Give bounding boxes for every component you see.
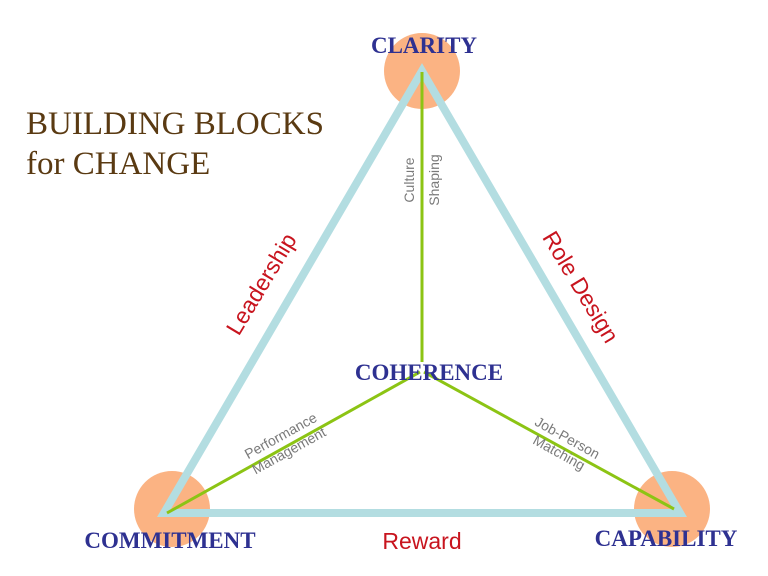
triangle-outline <box>157 63 687 517</box>
job-person-matching-label: Job-Person Matching <box>530 413 602 473</box>
diagram-title: BUILDING BLOCKS for CHANGE <box>26 104 324 184</box>
culture-shaping-label: Culture Shaping <box>401 154 442 205</box>
title-line-2: for CHANGE <box>26 146 211 182</box>
spoke-left <box>166 370 421 515</box>
culture-shaping-line-2: Shaping <box>426 154 442 205</box>
capability-label: CAPABILITY <box>595 526 738 551</box>
commitment-label: COMMITMENT <box>84 528 255 553</box>
coherence-label: COHERENCE <box>355 360 503 385</box>
title-line-1: BUILDING BLOCKS <box>26 106 324 142</box>
culture-shaping-line-1: Culture <box>401 157 417 202</box>
spoke-right <box>423 370 675 511</box>
leadership-label: Leadership <box>221 228 302 339</box>
reward-label: Reward <box>382 528 461 554</box>
performance-management-label: Performance Management <box>242 409 329 477</box>
clarity-label: CLARITY <box>371 33 477 58</box>
